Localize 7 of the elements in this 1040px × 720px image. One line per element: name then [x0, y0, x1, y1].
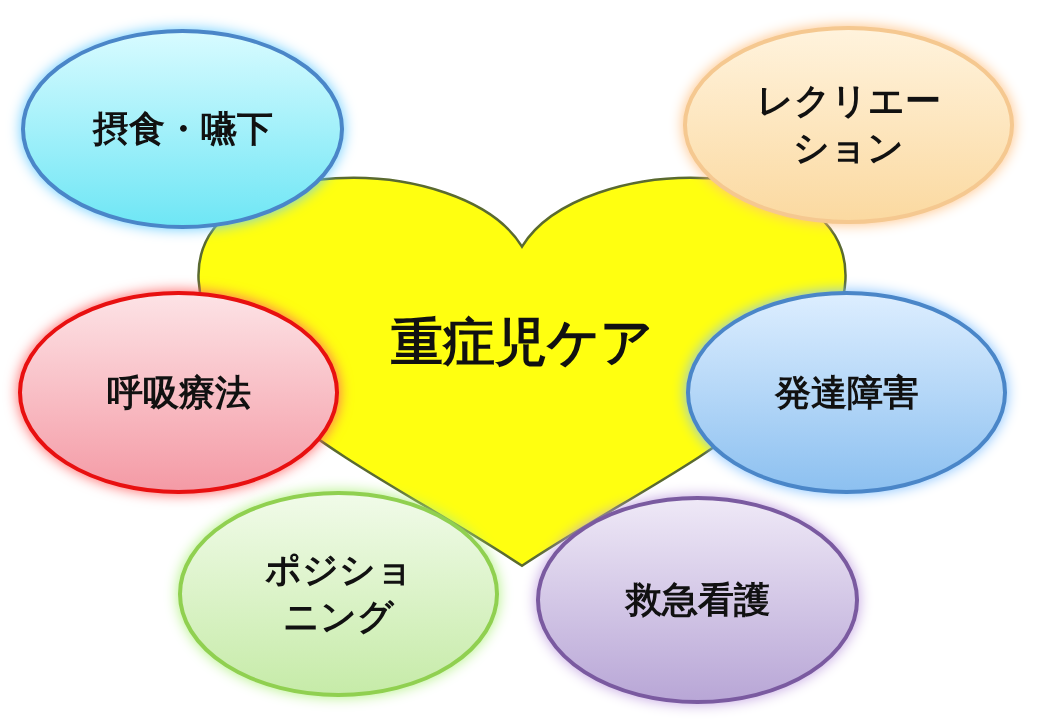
topic-label: 呼吸療法 — [105, 370, 252, 415]
topic-label: 発達障害 — [773, 370, 920, 415]
topic-label: 救急看護 — [624, 577, 771, 622]
center-title: 重症児ケア — [390, 311, 654, 375]
topic-label: 摂食・嚥下 — [91, 106, 274, 151]
topic-label: レクリエーション — [755, 79, 942, 170]
topic-label: ポジショニング — [263, 548, 414, 639]
